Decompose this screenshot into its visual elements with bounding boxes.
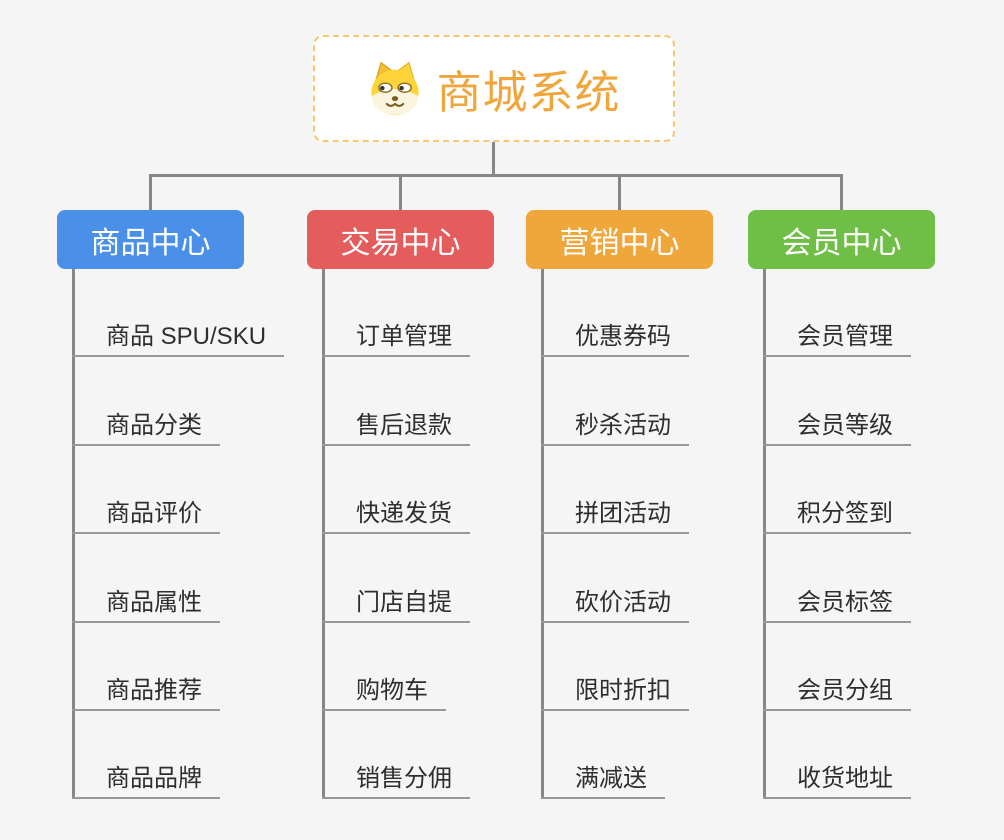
shiba-dog-icon bbox=[371, 61, 420, 115]
child-node[interactable]: 商品属性 bbox=[72, 587, 220, 623]
child-label: 秒杀活动 bbox=[575, 412, 671, 439]
child-node[interactable]: 优惠券码 bbox=[541, 321, 689, 357]
child-label: 门店自提 bbox=[356, 589, 452, 616]
branch-label: 商品中心 bbox=[90, 226, 211, 260]
child-node[interactable]: 销售分佣 bbox=[322, 763, 470, 799]
branch-children-line bbox=[763, 269, 766, 799]
child-label: 售后退款 bbox=[356, 412, 452, 439]
child-label: 会员标签 bbox=[797, 589, 893, 616]
branch-node[interactable]: 商品中心 bbox=[57, 210, 244, 269]
child-label: 商品评价 bbox=[106, 500, 202, 527]
child-label: 快递发货 bbox=[356, 500, 452, 527]
child-node[interactable]: 会员管理 bbox=[763, 321, 911, 357]
child-node[interactable]: 商品分类 bbox=[72, 410, 220, 446]
child-label: 商品推荐 bbox=[106, 677, 202, 704]
child-node[interactable]: 商品 SPU/SKU bbox=[72, 321, 285, 357]
child-node[interactable]: 拼团活动 bbox=[541, 498, 689, 534]
child-node[interactable]: 砍价活动 bbox=[541, 587, 689, 623]
branch-label: 会员中心 bbox=[781, 226, 902, 260]
branch-node[interactable]: 营销中心 bbox=[526, 210, 713, 269]
child-label: 商品属性 bbox=[106, 589, 202, 616]
child-label: 会员等级 bbox=[797, 412, 893, 439]
child-label: 会员分组 bbox=[797, 677, 893, 704]
child-label: 拼团活动 bbox=[575, 500, 671, 527]
branch-children-line bbox=[72, 269, 75, 799]
child-node[interactable]: 商品评价 bbox=[72, 498, 220, 534]
child-node[interactable]: 商品品牌 bbox=[72, 763, 220, 799]
branch-children-line bbox=[322, 269, 325, 799]
connector-horizontal-bar bbox=[150, 174, 843, 177]
child-node[interactable]: 会员等级 bbox=[763, 410, 911, 446]
connector-branch-drop bbox=[399, 174, 402, 211]
child-node[interactable]: 收货地址 bbox=[763, 763, 911, 799]
child-label: 积分签到 bbox=[797, 500, 893, 527]
root-node[interactable]: 商城系统 bbox=[313, 35, 675, 142]
child-label: 优惠券码 bbox=[575, 323, 671, 350]
child-node[interactable]: 快递发货 bbox=[322, 498, 470, 534]
child-node[interactable]: 会员标签 bbox=[763, 587, 911, 623]
child-label: 限时折扣 bbox=[575, 677, 671, 704]
child-node[interactable]: 积分签到 bbox=[763, 498, 911, 534]
child-label: 订单管理 bbox=[356, 323, 452, 350]
child-node[interactable]: 购物车 bbox=[322, 675, 446, 711]
child-label: 砍价活动 bbox=[575, 589, 671, 616]
connector-branch-drop bbox=[618, 174, 621, 211]
child-node[interactable]: 满减送 bbox=[541, 763, 665, 799]
branch-node[interactable]: 会员中心 bbox=[748, 210, 935, 269]
branch-node[interactable]: 交易中心 bbox=[307, 210, 494, 269]
child-node[interactable]: 限时折扣 bbox=[541, 675, 689, 711]
child-node[interactable]: 会员分组 bbox=[763, 675, 911, 711]
child-node[interactable]: 订单管理 bbox=[322, 321, 470, 357]
branch-label: 营销中心 bbox=[559, 226, 680, 260]
child-label: 购物车 bbox=[356, 677, 428, 704]
connector-branch-drop bbox=[149, 174, 152, 211]
child-label: 商品品牌 bbox=[106, 765, 202, 792]
child-label: 销售分佣 bbox=[356, 765, 452, 792]
child-label: 收货地址 bbox=[797, 765, 893, 792]
branch-children-line bbox=[541, 269, 544, 799]
root-title: 商城系统 bbox=[436, 67, 621, 118]
child-label: 满减送 bbox=[575, 765, 647, 792]
child-label: 会员管理 bbox=[797, 323, 893, 350]
child-node[interactable]: 秒杀活动 bbox=[541, 410, 689, 446]
child-label: 商品分类 bbox=[106, 412, 202, 439]
child-node[interactable]: 门店自提 bbox=[322, 587, 470, 623]
child-node[interactable]: 商品推荐 bbox=[72, 675, 220, 711]
connector-root-stem bbox=[492, 142, 495, 175]
child-node[interactable]: 售后退款 bbox=[322, 410, 470, 446]
branch-label: 交易中心 bbox=[340, 226, 461, 260]
child-label: 商品 SPU/SKU bbox=[106, 323, 267, 350]
connector-branch-drop bbox=[840, 174, 843, 211]
